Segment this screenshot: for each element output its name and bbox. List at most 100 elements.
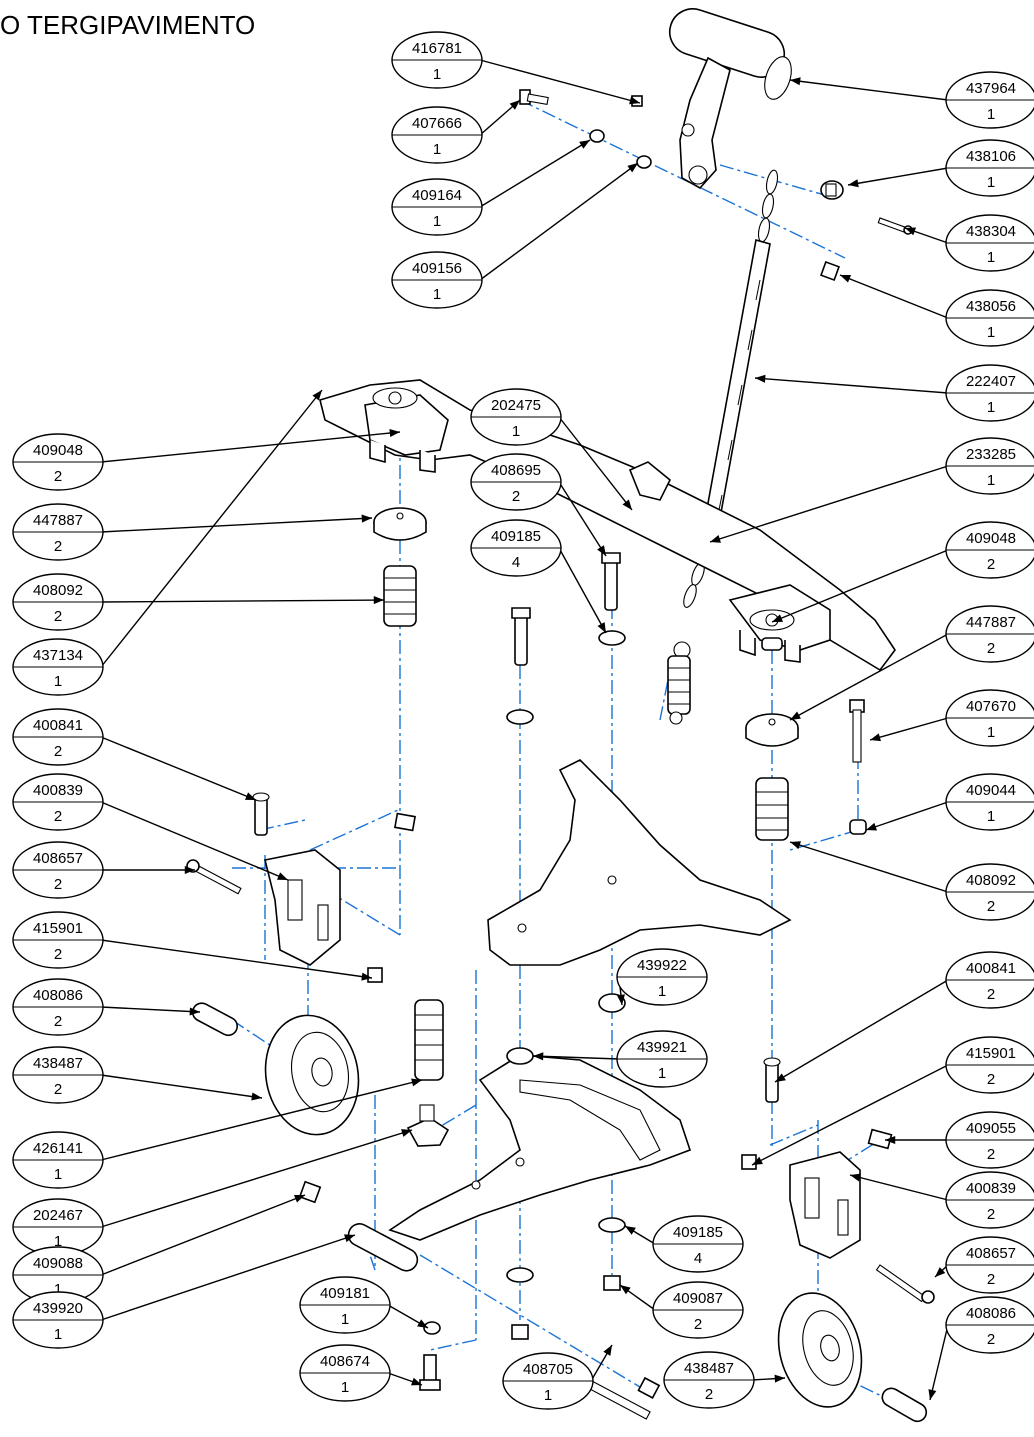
part-quantity: 1	[433, 213, 441, 230]
leader-arrowhead	[189, 1007, 200, 1016]
part-code: 409044	[966, 782, 1016, 799]
part-code: 202467	[33, 1207, 83, 1224]
part-code: 426141	[33, 1140, 83, 1157]
part-code: 407666	[412, 115, 462, 132]
leader-arrowhead	[848, 179, 859, 188]
leader-line	[100, 517, 373, 533]
nut-409044	[849, 819, 867, 835]
part-quantity: 2	[987, 1271, 995, 1288]
part-callout: 408657 2	[945, 1236, 1034, 1294]
knob-447887-right	[745, 713, 799, 747]
leader-line	[929, 1324, 949, 1401]
part-code: 447887	[966, 614, 1016, 631]
spring-426141	[414, 999, 444, 1081]
leader-line	[100, 1079, 423, 1161]
part-quantity: 1	[987, 808, 995, 825]
leader-arrowhead	[294, 1194, 305, 1203]
part-code: 408657	[966, 1245, 1016, 1262]
part-code: 438304	[966, 223, 1016, 240]
spring-408092-right	[755, 777, 789, 841]
bolt-408657-left	[186, 859, 242, 895]
part-quantity: 1	[987, 174, 995, 191]
part-quantity: 2	[987, 898, 995, 915]
leader-line	[789, 79, 949, 101]
washer-409185-c	[598, 1217, 626, 1233]
leader-line	[751, 1064, 949, 1166]
leader-line	[100, 1234, 356, 1321]
part-quantity: 1	[433, 141, 441, 158]
leader-line	[847, 167, 949, 186]
part-code: 409181	[320, 1285, 370, 1302]
nut-409087-a	[603, 1275, 621, 1291]
pin-400841-left	[252, 792, 270, 836]
leader-line	[100, 939, 373, 979]
part-code: 447887	[33, 512, 83, 529]
leader-line	[839, 274, 949, 319]
part-code: 438056	[966, 298, 1016, 315]
bushing-439921	[506, 1047, 534, 1065]
platform-plate	[487, 759, 792, 966]
part-code: 408657	[33, 850, 83, 867]
wheel-438487-left	[264, 1014, 360, 1136]
leader-line	[558, 547, 607, 634]
leader-arrowhead	[277, 872, 288, 880]
spring-202475	[667, 641, 691, 725]
part-quantity: 1	[54, 1166, 62, 1183]
leader-line	[100, 736, 257, 801]
leader-line	[100, 1074, 263, 1099]
leader-arrowhead	[361, 972, 372, 981]
leader-arrowhead	[625, 1226, 636, 1235]
leader-arrowhead	[627, 163, 638, 173]
part-quantity: 2	[54, 876, 62, 893]
leader-arrowhead	[866, 822, 877, 831]
leader-line	[532, 1055, 620, 1060]
leader-line	[479, 139, 591, 208]
washer-409185-a	[598, 630, 626, 646]
washer-409164	[589, 129, 605, 143]
bracket-400839-left	[264, 849, 341, 966]
part-quantity: 2	[54, 808, 62, 825]
nut-409087-b	[511, 1324, 529, 1340]
leader-arrowhead	[772, 614, 783, 622]
leader-arrowhead	[870, 733, 881, 742]
part-quantity: 2	[987, 1331, 995, 1348]
part-quantity: 4	[694, 1250, 702, 1267]
leader-line	[754, 377, 949, 394]
knob-447887-left	[373, 507, 427, 541]
leader-lines	[100, 59, 949, 1401]
leader-line	[100, 389, 323, 668]
part-code: 415901	[33, 920, 83, 937]
part-code: 439921	[637, 1039, 687, 1056]
leader-arrowhead	[928, 1389, 937, 1400]
part-quantity: 2	[705, 1386, 713, 1403]
washer-409181	[423, 1321, 441, 1335]
part-quantity: 1	[987, 472, 995, 489]
leader-arrowhead	[885, 1135, 896, 1145]
part-quantity: 4	[512, 554, 520, 571]
part-quantity: 1	[433, 286, 441, 303]
part-quantity: 1	[544, 1387, 552, 1404]
bushing-439922	[598, 993, 626, 1013]
part-code: 407670	[966, 698, 1016, 715]
leader-arrowhead	[509, 100, 520, 110]
nut-202467	[406, 1104, 450, 1147]
part-code: 409164	[412, 187, 462, 204]
part-code: 222407	[966, 373, 1016, 390]
nut-438056	[820, 261, 840, 281]
